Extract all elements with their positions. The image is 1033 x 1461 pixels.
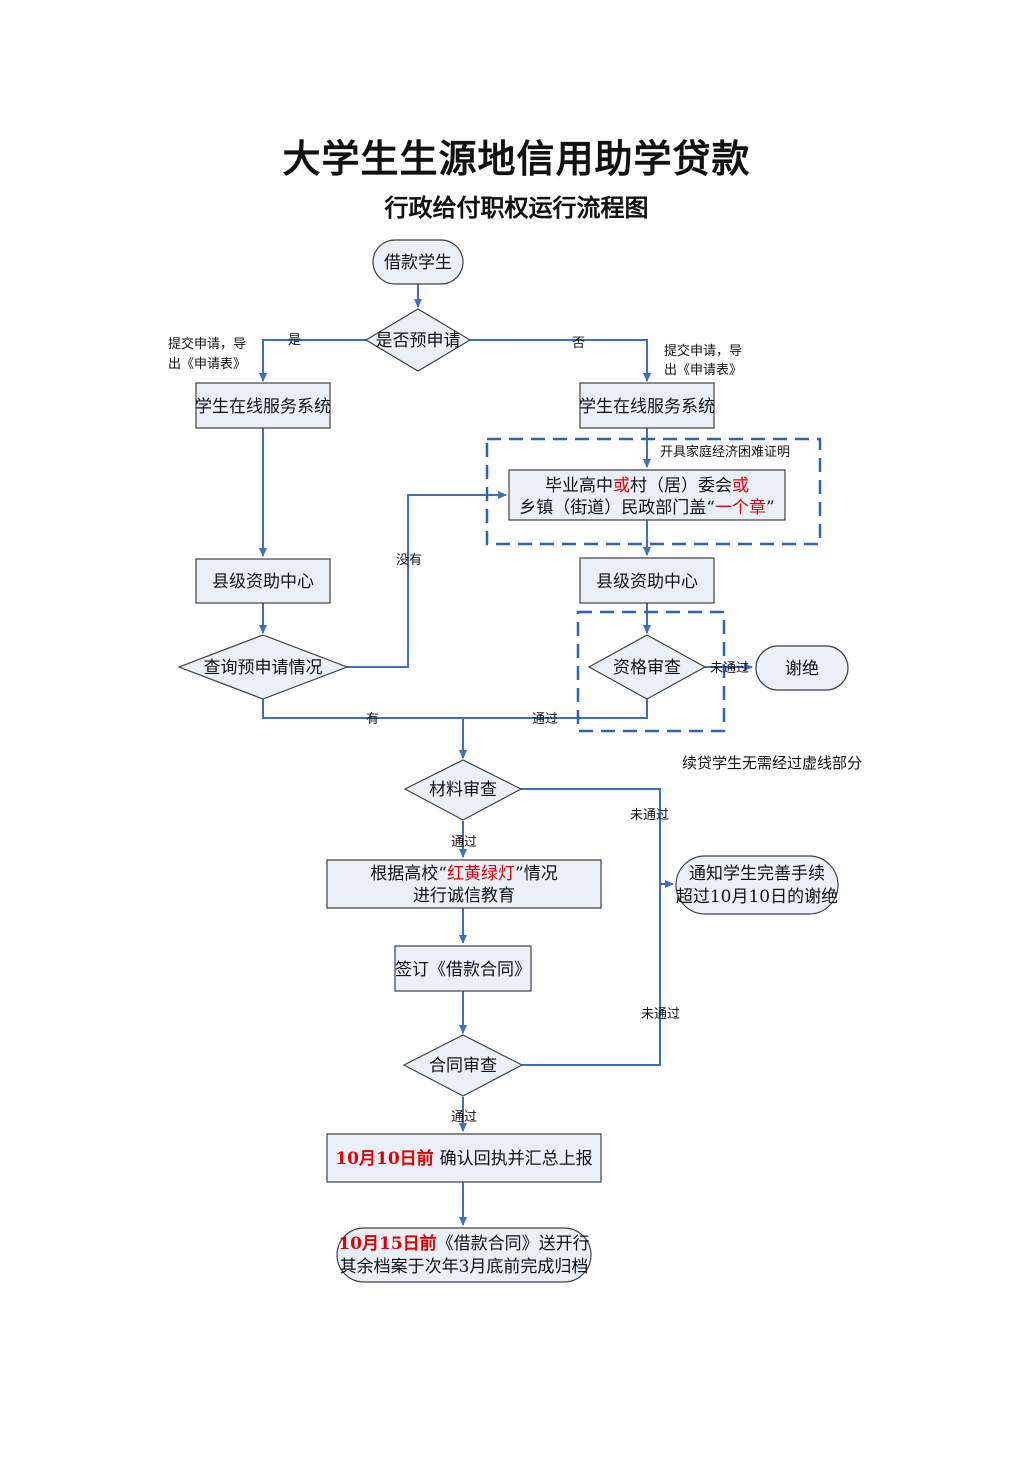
label-submit-right-1: 提交申请，导 xyxy=(664,343,742,359)
edge-merge xyxy=(262,699,648,719)
label-submit-left-2: 出《申请表》 xyxy=(168,357,246,372)
node-start-label: 借款学生 xyxy=(384,253,452,273)
label-no: 否 xyxy=(572,336,585,351)
edge-labels: 是 否 提交申请，导 出《申请表》 提交申请，导 出《申请表》 开具家庭经济困难… xyxy=(168,333,862,1125)
renewal-note: 续贷学生无需经过虚线部分 xyxy=(682,754,862,772)
node-proof-line2: 乡镇（街道）民政部门盖“一个章” xyxy=(519,498,774,518)
dashed-region-proof xyxy=(485,437,822,546)
label-submit-right-2: 出《申请表》 xyxy=(664,363,742,378)
label-fail-qualify: 未通过 xyxy=(710,661,749,676)
node-start: 借款学生 xyxy=(372,239,464,285)
edge-preapply-yes xyxy=(259,339,366,382)
node-final-line1: 10月15日前《借款合同》送开行 xyxy=(338,1233,589,1254)
label-proof-note: 开具家庭经济困难证明 xyxy=(660,444,790,460)
label-submit-left-1: 提交申请，导 xyxy=(168,336,246,352)
node-material-label: 材料审查 xyxy=(429,780,497,800)
node-integrity-edu-line1: 根据高校“红黄绿灯”情况 xyxy=(370,864,557,884)
node-qualify: 资格审查 xyxy=(587,634,707,700)
edge-query-none xyxy=(347,491,507,668)
node-sys-right-label: 学生在线服务系统 xyxy=(579,397,715,417)
node-final-line2: 其余档案于次年3月底前完成归档 xyxy=(340,1257,589,1277)
node-notify-line2: 超过10月10日的谢绝 xyxy=(676,887,838,907)
label-none: 没有 xyxy=(396,553,422,568)
node-query-pre-label: 查询预申请情况 xyxy=(204,658,323,678)
node-qualify-label: 资格审查 xyxy=(613,658,681,678)
connectors xyxy=(259,284,753,1226)
node-reject: 谢绝 xyxy=(755,645,849,691)
node-query-pre: 查询预申请情况 xyxy=(177,634,349,700)
label-pass-contract: 通过 xyxy=(451,1110,477,1125)
node-contract-review: 合同审查 xyxy=(402,1034,524,1097)
node-county-right: 县级资助中心 xyxy=(579,557,715,604)
node-confirm: 10月10日前确认回执并汇总上报 xyxy=(326,1133,602,1183)
page-subtitle: 行政给付职权运行流程图 xyxy=(384,193,649,222)
node-sys-left: 学生在线服务系统 xyxy=(195,382,331,429)
node-sys-left-label: 学生在线服务系统 xyxy=(195,397,331,417)
node-notify: 通知学生完善手续 超过10月10日的谢绝 xyxy=(675,855,839,915)
label-fail-contract: 未通过 xyxy=(641,1007,680,1022)
node-county-left-label: 县级资助中心 xyxy=(212,572,314,592)
node-integrity-edu-line2: 进行诚信教育 xyxy=(413,886,515,906)
node-proof: 毕业高中或村（居）委会或 乡镇（街道）民政部门盖“一个章” xyxy=(508,469,786,521)
label-has: 有 xyxy=(366,712,379,727)
edge-fail-return xyxy=(521,788,661,1066)
edge-preapply-no xyxy=(470,339,651,382)
node-contract-review-label: 合同审查 xyxy=(429,1056,497,1076)
node-material: 材料审查 xyxy=(403,759,523,821)
node-reject-label: 谢绝 xyxy=(785,659,819,679)
node-pre-apply: 是否预申请 xyxy=(364,308,472,372)
node-proof-line1: 毕业高中或村（居）委会或 xyxy=(545,476,749,496)
node-notify-line1: 通知学生完善手续 xyxy=(689,864,825,884)
node-integrity-edu: 根据高校“红黄绿灯”情况 进行诚信教育 xyxy=(326,859,602,909)
page-title: 大学生生源地信用助学贷款 xyxy=(282,136,751,181)
node-sign-label: 签订《借款合同》 xyxy=(395,960,531,980)
node-county-left: 县级资助中心 xyxy=(195,558,331,604)
node-pre-apply-label: 是否预申请 xyxy=(376,331,461,351)
label-pass-material: 通过 xyxy=(451,835,477,850)
label-fail-material: 未通过 xyxy=(630,808,669,823)
node-sign: 签订《借款合同》 xyxy=(394,945,532,992)
node-sys-right: 学生在线服务系统 xyxy=(579,382,715,429)
node-confirm-label: 10月10日前确认回执并汇总上报 xyxy=(335,1148,592,1169)
label-pass-qualify: 通过 xyxy=(532,712,558,727)
dashed-region-qualify xyxy=(576,610,726,733)
node-county-right-label: 县级资助中心 xyxy=(596,572,698,592)
node-final: 10月15日前《借款合同》送开行 其余档案于次年3月底前完成归档 xyxy=(336,1227,592,1283)
label-yes: 是 xyxy=(288,333,301,348)
